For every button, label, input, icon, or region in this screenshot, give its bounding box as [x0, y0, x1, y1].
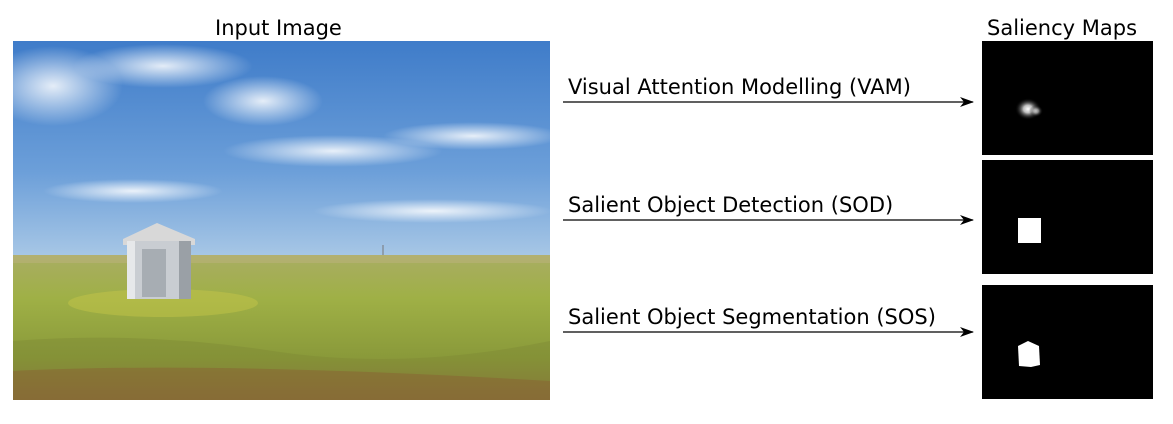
saliency-maps-title: Saliency Maps — [987, 16, 1138, 40]
vam-saliency-map — [982, 41, 1153, 155]
sod-label: Salient Object Detection (SOD) — [568, 193, 894, 217]
input-image-title: Input Image — [215, 16, 342, 40]
sod-bounding-box — [1018, 218, 1041, 243]
sod-saliency-map — [982, 160, 1153, 274]
vam-label: Visual Attention Modelling (VAM) — [568, 75, 911, 99]
sos-saliency-map — [982, 285, 1153, 399]
input-image — [13, 41, 550, 400]
sos-label: Salient Object Segmentation (SOS) — [568, 305, 936, 329]
sos-segmentation-mask — [1018, 341, 1040, 367]
